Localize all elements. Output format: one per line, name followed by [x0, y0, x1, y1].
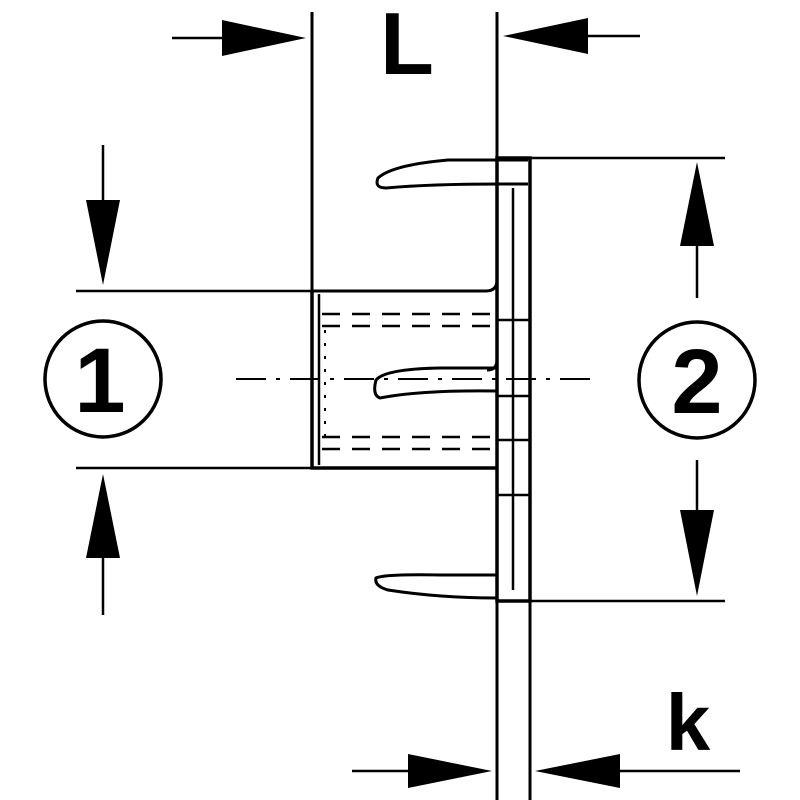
length-label: L	[380, 0, 434, 93]
arrowhead-2-top	[680, 162, 714, 246]
dimension-l: L	[172, 0, 640, 292]
arrowhead-1-bottom	[86, 474, 120, 558]
callout-circle-1	[43, 319, 163, 439]
arrowhead-k-right	[535, 754, 620, 788]
callout-circle-2	[637, 320, 757, 440]
arrowhead-2-bottom	[680, 510, 714, 596]
sleeve-outline	[310, 291, 497, 470]
flange-plate	[495, 156, 532, 603]
dimension-1: 1	[43, 145, 312, 615]
dimension-2: 2	[530, 156, 757, 603]
arrowhead-l-left	[222, 20, 306, 56]
arrowhead-l-right	[503, 18, 588, 54]
arrowhead-k-left	[408, 754, 492, 788]
flange-diameter-callout: 2	[671, 331, 722, 433]
dimension-k: k	[352, 601, 740, 800]
prong-middle	[373, 366, 498, 400]
connector-part	[236, 156, 590, 603]
sleeve-upper-wall	[312, 185, 499, 293]
hole-diameter-callout: 1	[74, 330, 125, 432]
prong-top	[375, 158, 528, 190]
arrowhead-1-top	[86, 200, 120, 285]
hidden-thread-lines	[322, 312, 497, 451]
flange-thickness-label: k	[666, 678, 711, 767]
prong-bottom	[374, 573, 498, 600]
